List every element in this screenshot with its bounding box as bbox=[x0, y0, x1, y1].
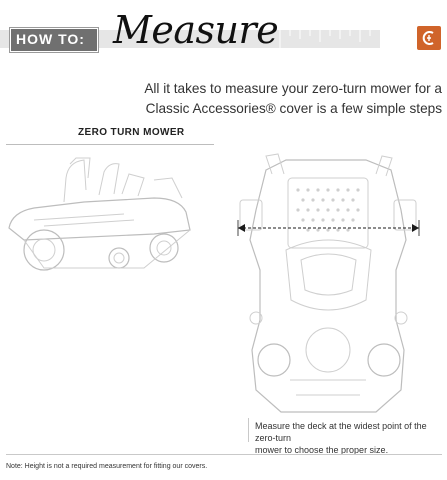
page-header: HOW TO: Measure bbox=[0, 0, 447, 64]
caption-line-1: Measure the deck at the widest point of … bbox=[255, 421, 427, 443]
intro-line-2: Classic Accessories® cover is a few simp… bbox=[145, 101, 442, 116]
zero-turn-mower-top-view-icon bbox=[237, 153, 420, 413]
ruler-ticks bbox=[279, 30, 371, 48]
howto-badge bbox=[10, 28, 98, 52]
section-divider bbox=[6, 144, 214, 145]
zero-turn-mower-side-view-icon bbox=[8, 157, 191, 271]
intro-text: All it takes to measure your zero-turn m… bbox=[140, 79, 442, 119]
caption-line-2: mower to choose the proper size. bbox=[255, 445, 389, 455]
intro-line-1: All it takes to measure your zero-turn m… bbox=[144, 81, 442, 96]
measure-arrow bbox=[237, 220, 420, 236]
section-label: ZERO TURN MOWER bbox=[78, 127, 185, 138]
footer-divider bbox=[6, 454, 442, 455]
howto-label: HOW TO: bbox=[16, 31, 85, 47]
footer-note: Note: Height is not a required measureme… bbox=[6, 463, 208, 470]
page-title: Measure bbox=[113, 8, 279, 52]
classic-accessories-logo-icon bbox=[417, 26, 441, 50]
caption-divider bbox=[248, 418, 249, 442]
caption-text: Measure the deck at the widest point of … bbox=[255, 420, 445, 456]
